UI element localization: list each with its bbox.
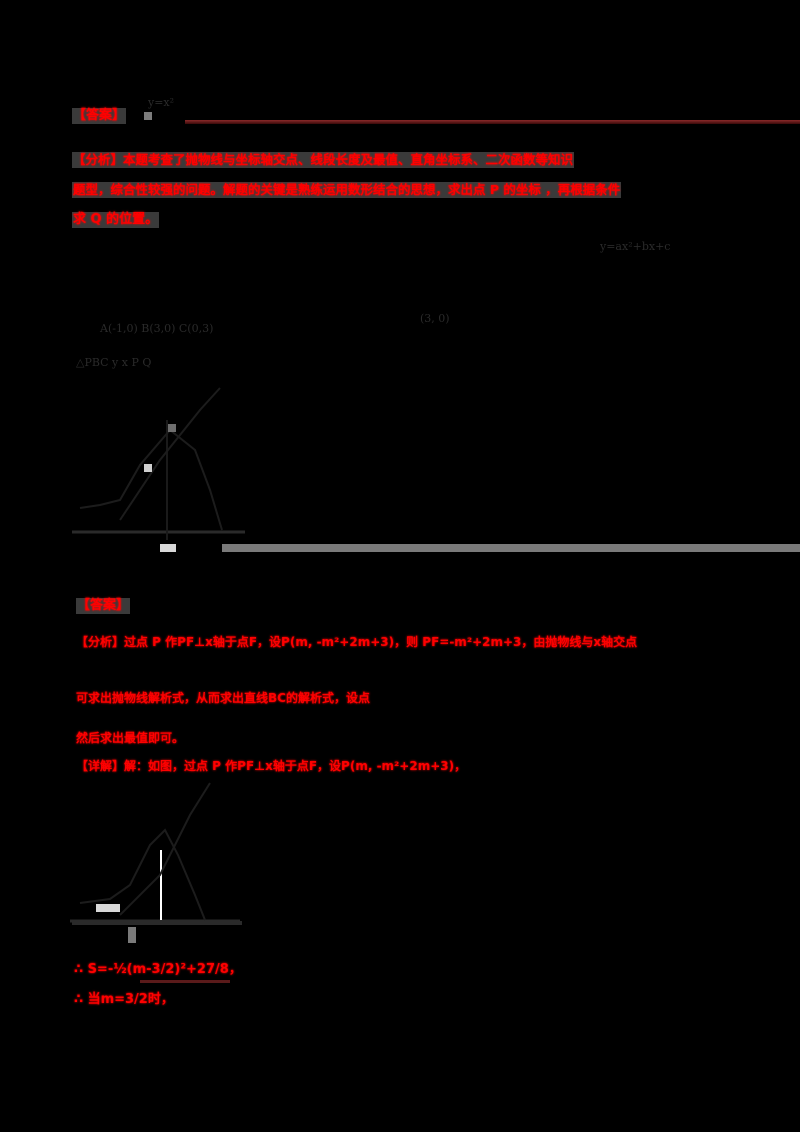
solution-line: 【详解】解：如图，过点 P 作PF⊥x轴于点F，设P(m, -m²+2m+3)， xyxy=(76,759,467,773)
problem-faint-1: y=ax²+bx+c xyxy=(600,240,671,253)
problem-faint-2: (3, 0) xyxy=(420,312,450,325)
answer-analysis-line-1: 【分析】过点 P 作PF⊥x轴于点F，设P(m, -m²+2m+3)，则 PF=… xyxy=(76,635,638,649)
problem-line-b: △PBC y x P Q xyxy=(76,356,152,369)
analysis-line-1: 【分析】本题考查了抛物线与坐标轴交点、线段长度及最值、直角坐标系、二次函数等知识 xyxy=(72,152,575,168)
answer-analysis-line-2: 可求出抛物线解析式，从而求出直线BC的解析式，设点 xyxy=(76,691,370,705)
analysis-line-2: 题型，综合性较强的问题。解题的关键是熟练运用数形结合的思想，求出点 P 的坐标 … xyxy=(72,182,622,198)
header-formula: y=x² xyxy=(148,96,175,109)
problem-line-a: A(-1,0) B(3,0) C(0,3) xyxy=(100,322,214,335)
answer-header-label: 【答案】 xyxy=(72,108,127,124)
answer-label: 【答案】 xyxy=(76,598,131,614)
formula-placeholder xyxy=(144,112,152,120)
analysis-line-3: 求 Q 的位置。 xyxy=(72,212,160,228)
final-line-2: ∴ 当m=3/2时， xyxy=(74,992,174,1007)
final-underline xyxy=(140,980,230,983)
answer-analysis-line-3: 然后求出最值即可。 xyxy=(76,731,185,745)
header-rule xyxy=(185,120,800,124)
final-line-1: ∴ S=-½(m-3/2)²+27/8， xyxy=(74,962,242,977)
section-divider xyxy=(222,544,800,552)
figure-2-axis-shadow xyxy=(72,921,242,925)
